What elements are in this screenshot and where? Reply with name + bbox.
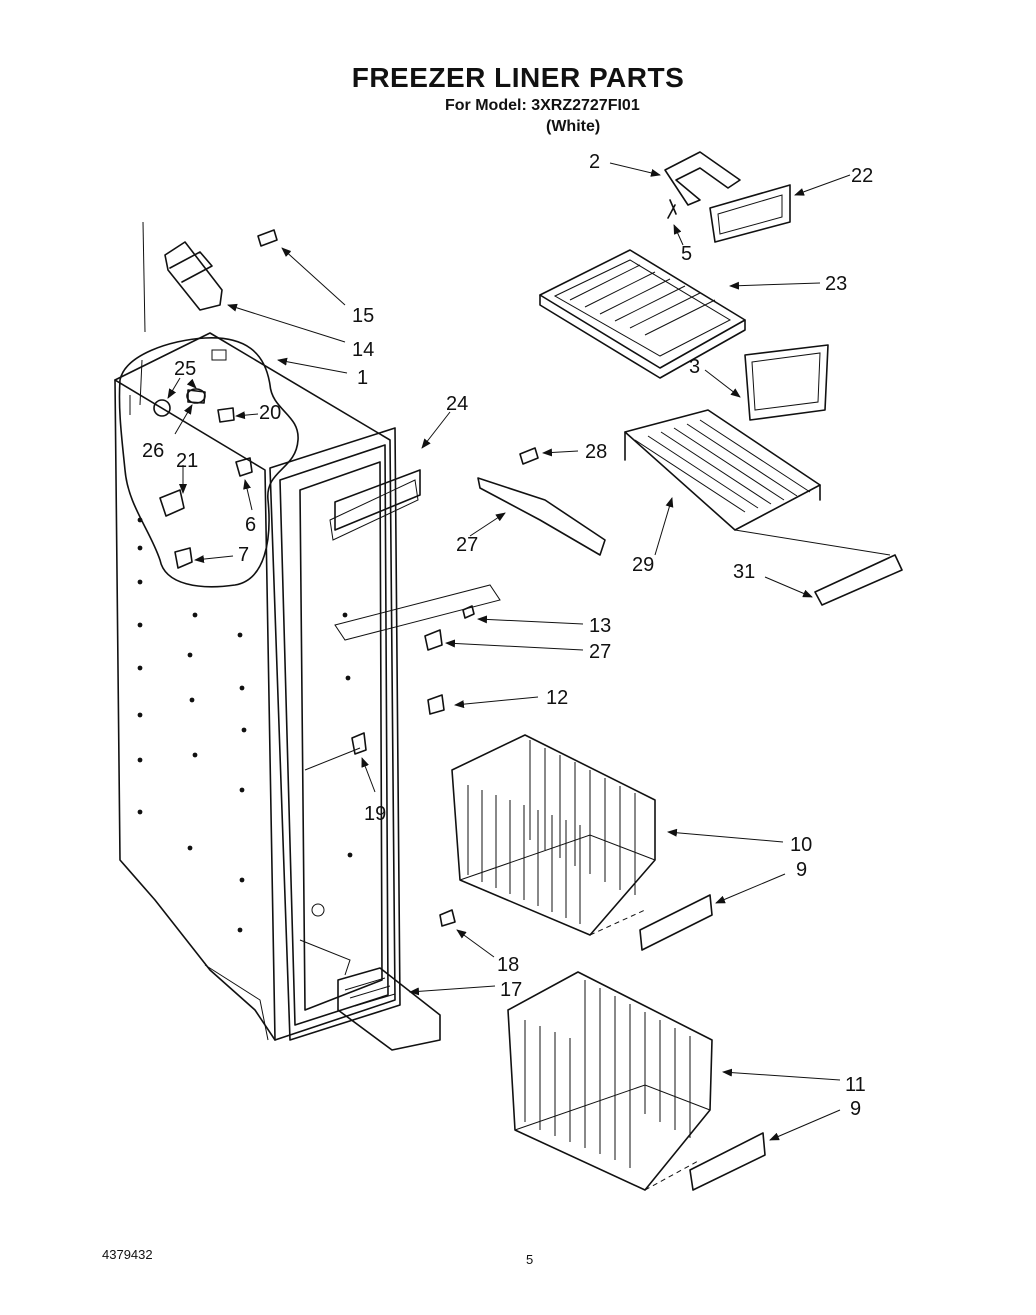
color-variant: (White) [546,118,601,135]
shelf-bracket-2 [664,151,741,219]
callout-25: 25 [174,358,196,380]
basket-trim-9b [689,1132,766,1191]
callout-11: 11 [845,1074,866,1096]
page-number: 5 [526,1252,534,1267]
callout-32: 31 [733,561,755,583]
callout-24: 24 [446,393,468,415]
callout-7: 7 [238,544,249,566]
callout-9b: 9 [850,1098,861,1120]
basket-10 [451,734,656,936]
callout-12: 12 [546,687,568,709]
callout-15: 15 [352,305,374,327]
callout-26: 26 [142,440,164,462]
page-title: FREEZER LINER PARTS [351,62,685,93]
leader-lines [167,162,851,1141]
callout-22: 22 [851,165,873,187]
shelf-front-3 [744,344,829,421]
toe-grille-17 [337,967,441,1051]
callout-labels: 2 22 5 23 3 15 14 1 24 25 20 26 21 6 7 2… [142,151,873,1120]
glass-shelf-23 [539,249,746,379]
callout-14: 14 [352,339,374,361]
callout-21: 21 [176,450,198,472]
shelf-trim-32 [734,529,903,606]
callout-1: 1 [357,367,368,389]
top-bracket [142,221,278,333]
callout-28: 27 [456,534,478,556]
shelf-slide-28 [477,447,606,556]
callout-29: 28 [585,441,607,463]
callout-2: 2 [589,151,600,173]
callout-3: 3 [689,356,700,378]
callout-23: 23 [825,273,847,295]
callout-20: 20 [259,402,281,424]
document-number: 4379432 [102,1247,153,1262]
callout-18: 18 [497,954,519,976]
duct-cover [334,469,421,531]
callout-9a: 9 [796,859,807,881]
callout-27: 27 [589,641,611,663]
callout-6: 6 [245,514,256,536]
model-line: For Model: 3XRZ2727FI01 [445,97,640,114]
small-parts [351,605,475,927]
basket-trim-9a [639,894,713,951]
shelf-front-22 [709,184,791,243]
callout-31: 29 [632,554,654,576]
callout-13: 13 [589,615,611,637]
callout-10: 10 [790,834,812,856]
basket-11 [507,971,713,1191]
wire-shelf-31 [624,409,821,531]
freezer-liner-body [114,332,501,1041]
callout-5: 5 [681,243,692,265]
control-components [129,349,253,569]
callout-19: 19 [364,803,386,825]
callout-17: 17 [500,979,522,1001]
